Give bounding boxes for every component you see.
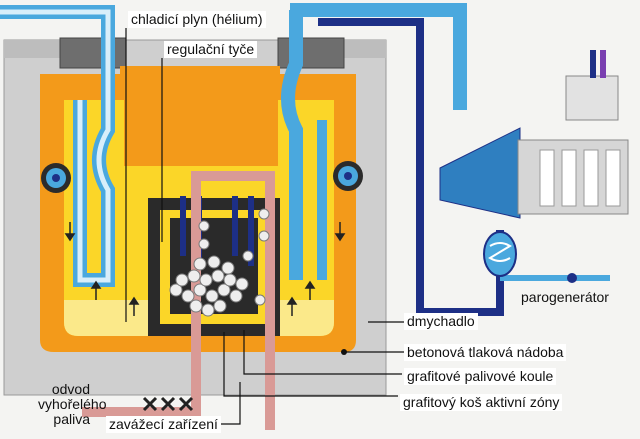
spent-fuel-removal-label: odvod vyhořelého paliva <box>38 382 90 427</box>
vessel-pointer-dot <box>341 349 347 355</box>
turbine-generator <box>440 50 628 218</box>
core-basket-label: grafitový koš aktivní zóny <box>400 394 562 411</box>
left-vessel-cap <box>60 38 126 68</box>
blower-label: dmychadlo <box>404 313 478 330</box>
right-blower-icon <box>333 161 363 191</box>
spent-fuel-removal-line2: vyhořelého <box>38 397 90 412</box>
spent-fuel-removal-line1: odvod <box>38 382 90 397</box>
coolant-gas-label: chladicí plyn (hélium) <box>128 11 266 28</box>
steam-generator-pointer-dot <box>567 273 577 283</box>
pressure-vessel-label: betonová tlaková nádoba <box>404 344 566 361</box>
spent-fuel-removal-line3: paliva <box>38 412 90 427</box>
left-blower-icon <box>41 163 71 193</box>
steam-generator-coil-icon <box>484 232 516 276</box>
steam-generator-label: parogenerátor <box>518 289 612 306</box>
control-rods-label: regulační tyče <box>164 41 257 58</box>
fuel-pebbles-label: grafitové palivové koule <box>404 368 556 385</box>
loading-device-label: zavážecí zařízení <box>106 416 221 433</box>
right-vessel-cap <box>278 38 344 68</box>
